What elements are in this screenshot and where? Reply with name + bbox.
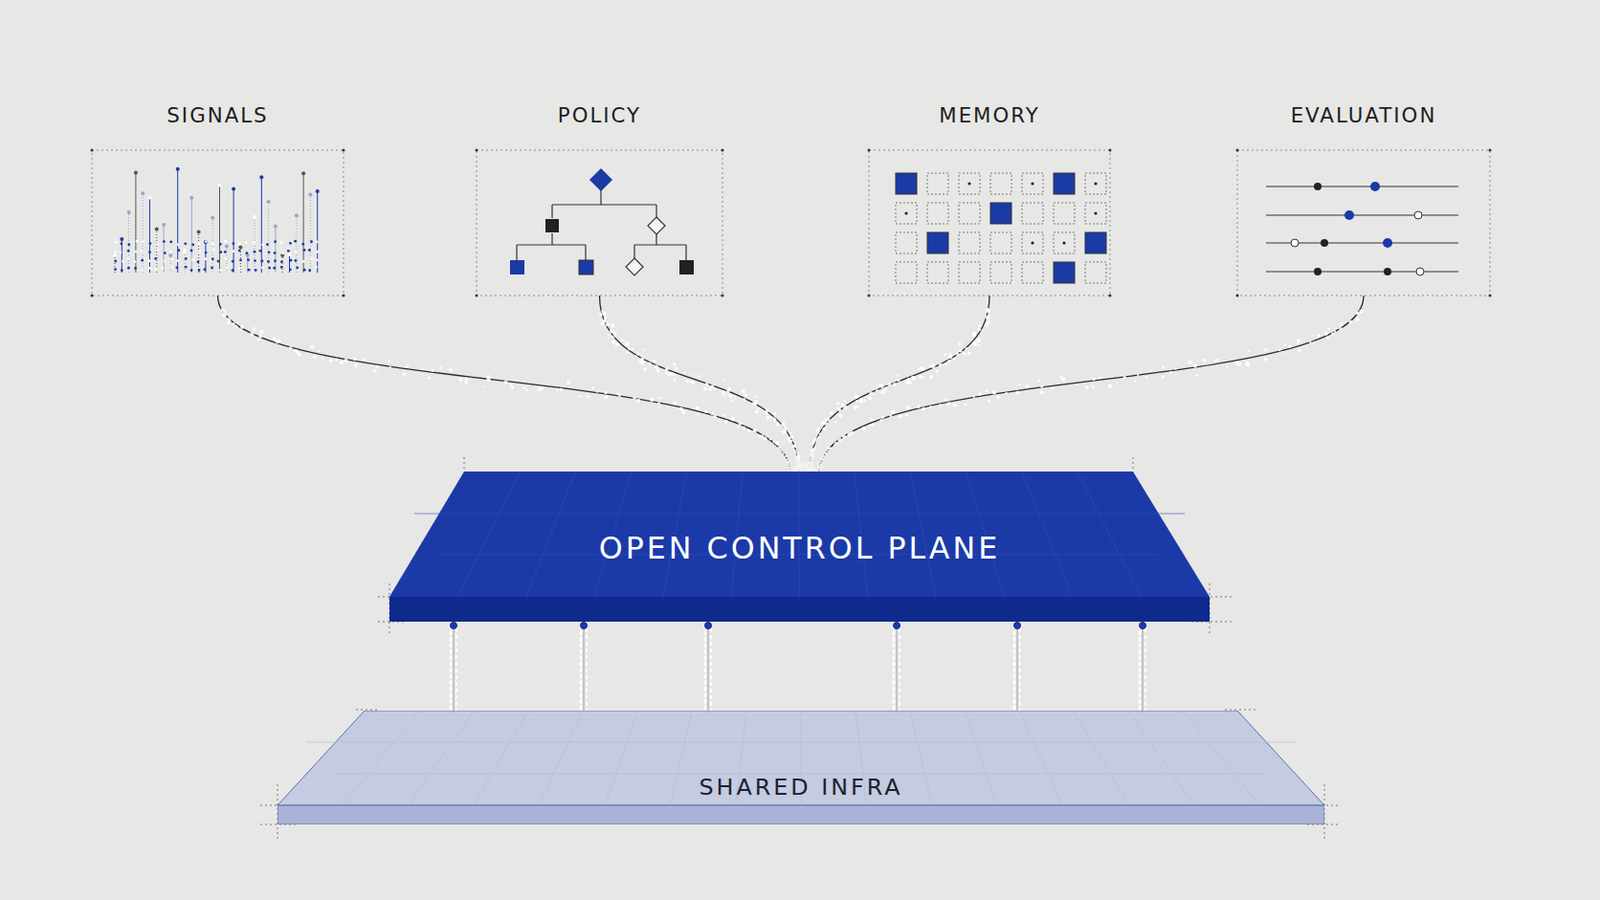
flow-curve [218,295,793,474]
policy-tree [510,168,694,276]
signal-chart [112,167,320,273]
memory-panel: MEMORY [868,103,1111,296]
dimension-lines [260,457,1340,843]
panel-heading: SIGNALS [91,103,344,128]
flow-curve [807,295,992,474]
flow-curve [599,295,801,474]
plane-label: OPEN CONTROL PLANE [389,531,1210,566]
policy-panel: POLICY [476,103,723,296]
flow-curve [818,295,1364,474]
infra-label: SHARED INFRA [277,774,1325,801]
evaluation-panel: EVALUATION [1237,103,1490,296]
panel-heading: EVALUATION [1237,103,1490,128]
panel-frames [91,150,1490,296]
signals-panel: SIGNALS [91,103,344,296]
frame-corners [90,149,1492,298]
memory-grid [895,173,1107,284]
panel-heading: POLICY [476,103,723,128]
evaluation-sliders [1266,181,1459,276]
infra-slab: SHARED INFRA [277,711,1325,825]
slab-shape [277,711,1325,825]
panel-heading: MEMORY [868,103,1111,128]
control-plane-slab: OPEN CONTROL PLANE [389,471,1210,623]
